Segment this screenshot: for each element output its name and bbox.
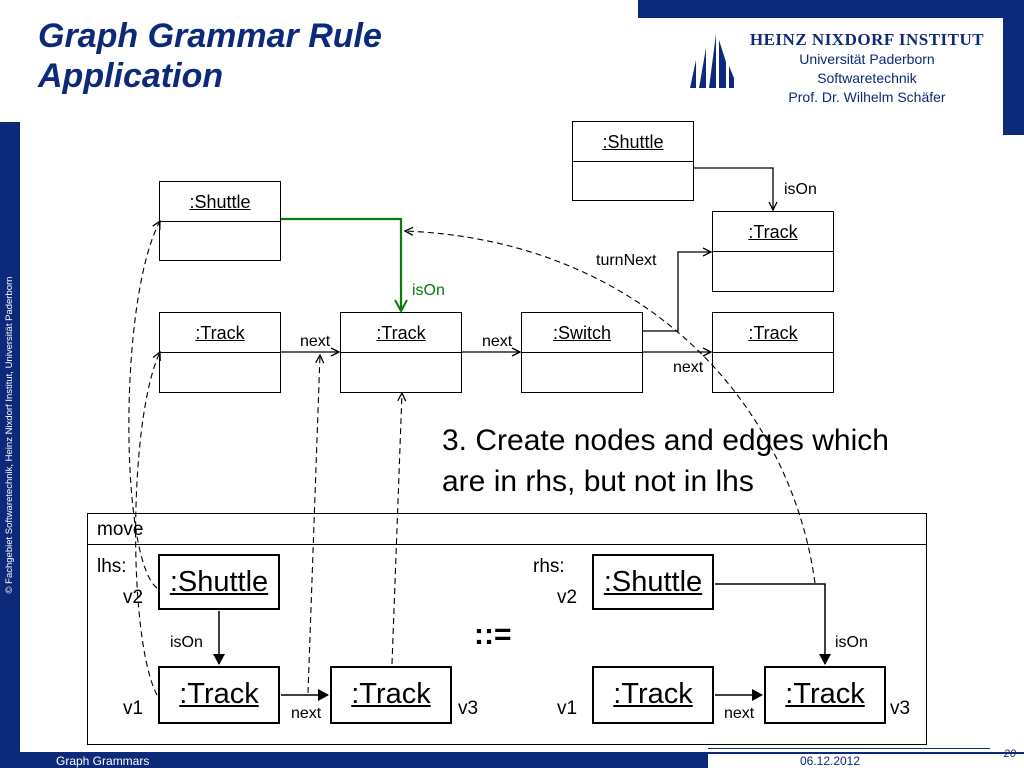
edge-ison-top [694,167,773,210]
step-note-line-1: 3. Create nodes and edges which [442,424,889,457]
host-track-node-right-bottom: :Track [712,312,834,393]
host-switch-node: :Switch [521,312,643,393]
edge-label-next-1: next [300,333,331,350]
lhs-label: lhs: [97,556,127,577]
edge-label-turnnext: turnNext [596,252,657,269]
rhs-track-a-var: v1 [557,698,578,719]
slide-title-line1: Graph Grammar Rule [38,17,382,55]
footer-course-title: Graph Grammars [56,754,150,768]
rhs-track-b-var: v3 [890,698,911,719]
rule-header [87,513,927,545]
rhs-track-b-node: :Track [764,666,886,724]
edge-label-ison-created: isOn [412,282,445,299]
logo-line-1: HEINZ NIXDORF INSTITUT [749,30,985,49]
host-shuttle-node-left: :Shuttle [159,181,281,261]
edge-label-ison-top: isOn [784,181,817,198]
lhs-next-label: next [291,705,322,722]
footer-date: 06.12.2012 [799,754,861,768]
rhs-shuttle-var: v2 [557,587,578,608]
node-title: :Switch [522,313,642,353]
top-brand-band [638,0,1024,18]
logo-line-4: Prof. Dr. Wilhelm Schäfer [788,89,946,105]
host-track-node-2: :Track [340,312,462,393]
lhs-track-a-node: :Track [158,666,280,724]
rule-name: move [97,519,144,540]
right-brand-band [1003,0,1024,135]
node-title: :Track [160,313,280,353]
node-title: :Shuttle [573,122,693,162]
footer-band [0,754,708,768]
lhs-track-b-node: :Track [330,666,452,724]
page-number: 20 [1003,748,1016,760]
lhs-shuttle-node: :Shuttle [158,554,280,610]
edge-ison-created [281,217,401,311]
footer-divider [708,748,990,749]
rule-operator: ::= [474,618,512,651]
edge-label-next-2: next [482,333,513,350]
footer-rule [0,752,1024,754]
host-track-node-right-top: :Track [712,211,834,292]
host-track-node-1: :Track [159,312,281,393]
rhs-shuttle-node: :Shuttle [592,554,714,610]
logo-line-2: Universität Paderborn [799,51,935,67]
rhs-ison-label: isOn [835,634,868,651]
copyright-text: © Fachgebiet Softwaretechnik, Heinz Nixd… [4,276,15,594]
lhs-ison-label: isOn [170,634,203,651]
slide-title-line2: Application [38,57,224,95]
rhs-label: rhs: [533,556,565,577]
lhs-track-a-var: v1 [123,698,144,719]
rhs-next-label: next [724,705,755,722]
node-title: :Track [341,313,461,353]
logo-line-3: Softwaretechnik [817,70,917,86]
slide-title: Graph Grammar Rule Application [38,16,518,96]
step-note-line-2: are in rhs, but not in lhs [442,465,754,498]
node-title: :Shuttle [160,182,280,222]
lhs-track-b-var: v3 [458,698,479,719]
rhs-track-a-node: :Track [592,666,714,724]
institute-logo-text: HEINZ NIXDORF INSTITUT Universität Pader… [732,30,1002,107]
edge-label-next-3: next [673,359,704,376]
host-shuttle-node-right: :Shuttle [572,121,694,201]
left-brand-bar [0,122,20,752]
lhs-shuttle-var: v2 [123,587,144,608]
node-title: :Track [713,212,833,252]
node-title: :Track [713,313,833,353]
